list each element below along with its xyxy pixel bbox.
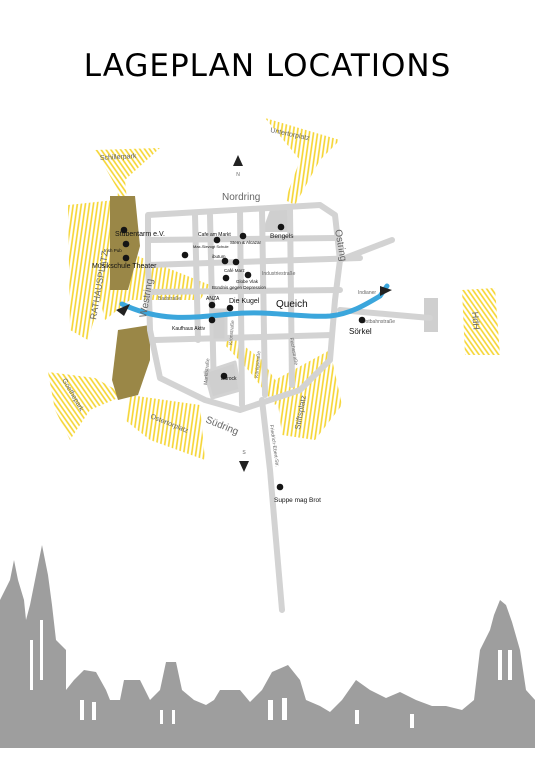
svg-text:Kaufhaus Aktiv: Kaufhaus Aktiv (172, 326, 206, 332)
location-pin[interactable]: Café Marz (224, 258, 246, 273)
svg-text:Cafe am Markt: Cafe am Markt (198, 232, 231, 238)
location-pin[interactable]: ANZA (206, 296, 220, 309)
city-skyline (0, 545, 535, 768)
location-pin[interactable]: Cafe am Markt (198, 232, 231, 244)
svg-text:Café Marz: Café Marz (224, 268, 246, 273)
svg-text:Stern & Alcazar: Stern & Alcazar (230, 240, 262, 245)
location-pin[interactable]: Sörkel (349, 316, 372, 336)
street-fuchsstrasse: Fuchsstraße (288, 337, 299, 366)
location-pin[interactable]: Suppe mag Brot (274, 483, 321, 504)
svg-text:S: S (242, 450, 246, 456)
queich-river (119, 283, 390, 320)
location-pin[interactable]: ibutum (212, 254, 229, 265)
svg-text:N: N (236, 172, 240, 178)
street-marktstrasse: Marktstraße (203, 358, 211, 385)
svg-text:Sörkel: Sörkel (349, 327, 372, 336)
location-pin[interactable]: Bengels (270, 223, 294, 240)
street-koenigstrasse: Königstraße (254, 351, 262, 379)
street-labels: Nordring Ostring Südring Westring Badstr… (138, 192, 395, 467)
svg-text:Bündnis gegen Depression: Bündnis gegen Depression (212, 285, 267, 290)
location-pin[interactable]: Bündnis gegen Depression (212, 274, 267, 290)
svg-text:ANZA: ANZA (206, 296, 220, 302)
street-badstrasse: Badstraße (158, 296, 181, 302)
svg-text:ibutum: ibutum (212, 254, 226, 259)
svg-text:Max-Slevogt Schule: Max-Slevogt Schule (193, 244, 229, 249)
district-hdh: HdH (470, 311, 482, 330)
street-kronstrasse: Kronstraße (228, 320, 236, 345)
location-pin[interactable]: Globe Vlak (236, 271, 259, 284)
south-arrow-icon: S (239, 450, 249, 472)
street-industriestrasse: Industriestraße (262, 271, 296, 277)
location-pin[interactable]: Die Kugel (226, 298, 260, 312)
street-ostbahnstrasse: Ostbahnstraße (362, 319, 395, 325)
svg-text:Suppe mag Brot: Suppe mag Brot (274, 497, 321, 504)
location-pin[interactable]: Irish Pub (104, 240, 130, 253)
district-schillerpark: Schillerpark (100, 153, 137, 162)
svg-text:Globe Vlak: Globe Vlak (236, 279, 259, 284)
location-pin[interactable]: Max-Slevogt Schule (181, 244, 230, 259)
river-label-queich: Queich (276, 299, 308, 310)
svg-text:Barock: Barock (221, 376, 237, 382)
svg-text:Die Kugel: Die Kugel (229, 298, 260, 305)
street-friedrich-ebert: Friedrich-Ebert-Str. (268, 424, 280, 467)
street-nordring: Nordring (222, 192, 260, 203)
svg-text:Bengels: Bengels (270, 233, 294, 240)
street-suedring: Südring (204, 415, 240, 438)
page-title: LAGEPLAN LOCATIONS (83, 48, 452, 84)
svg-text:Irish Pub: Irish Pub (104, 248, 122, 253)
north-arrow-icon: N (233, 155, 243, 178)
location-pin[interactable]: Barock (220, 372, 237, 382)
location-pin[interactable]: Stubentarm e.V. (115, 226, 165, 238)
location-pin[interactable]: Kaufhaus Aktiv (172, 316, 216, 332)
label-indianer: Indianer (358, 290, 376, 296)
location-pin[interactable]: Stern & Alcazar (230, 232, 262, 245)
river-arrow-east-icon (380, 286, 392, 296)
river-arrow-west-icon (116, 304, 130, 316)
svg-text:Musikschule Theater: Musikschule Theater (92, 263, 157, 270)
location-pin[interactable]: Musikschule Theater (92, 254, 157, 270)
svg-text:Stubentarm e.V.: Stubentarm e.V. (115, 231, 165, 238)
location-pins: Stubentarm e.V. Irish Pub Musikschule Th… (92, 223, 372, 504)
